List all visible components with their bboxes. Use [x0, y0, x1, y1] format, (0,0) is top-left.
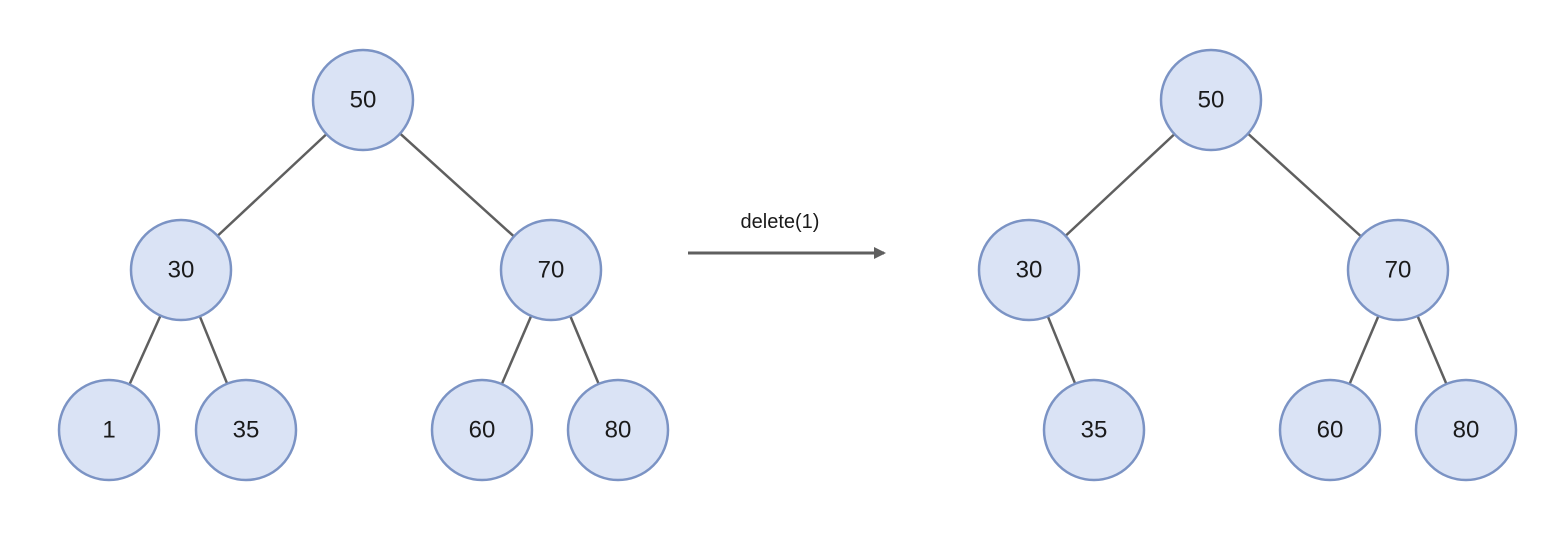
before-tree-node-circle	[566, 378, 670, 482]
after-tree: 50 30 70 35 60 80	[977, 48, 1518, 482]
before-tree-node-circle	[311, 48, 415, 152]
after-tree-node-label: 60	[1317, 417, 1344, 444]
after-tree-edges	[1046, 132, 1448, 385]
after-tree-node: 30	[977, 218, 1081, 322]
after-tree-node-circle	[1042, 378, 1146, 482]
before-tree-edge	[128, 315, 162, 385]
before-tree-node-circle	[499, 218, 603, 322]
after-tree-edge	[1064, 133, 1176, 237]
before-tree: 50 30 70 1 35 60 80	[57, 48, 670, 482]
before-tree-node-label: 50	[350, 87, 377, 114]
after-tree-nodes: 50 30 70 35 60 80	[977, 48, 1518, 482]
before-tree-node-circle	[430, 378, 534, 482]
before-tree-node-label: 35	[233, 417, 260, 444]
before-tree-node-label: 60	[469, 417, 496, 444]
before-tree-node: 60	[430, 378, 534, 482]
after-tree-node: 70	[1346, 218, 1450, 322]
operation-arrow-group: delete(1)	[688, 211, 886, 259]
before-tree-edges	[128, 132, 600, 385]
before-tree-node-label: 1	[102, 417, 115, 444]
before-tree-edge	[198, 315, 229, 385]
before-tree-nodes: 50 30 70 1 35 60 80	[57, 48, 670, 482]
after-tree-node-label: 80	[1453, 417, 1480, 444]
before-tree-node-label: 80	[605, 417, 632, 444]
before-tree-node-circle	[129, 218, 233, 322]
after-tree-node-label: 35	[1081, 417, 1108, 444]
before-tree-node-circle	[57, 378, 161, 482]
after-tree-node: 60	[1278, 378, 1382, 482]
after-tree-node-label: 50	[1198, 87, 1225, 114]
before-tree-node-label: 70	[538, 257, 565, 284]
operation-label: delete(1)	[741, 211, 820, 233]
before-tree-node: 1	[57, 378, 161, 482]
before-tree-edge	[500, 315, 533, 385]
before-tree-edge	[216, 133, 328, 237]
after-tree-node-label: 30	[1016, 257, 1043, 284]
after-tree-node-circle	[977, 218, 1081, 322]
after-tree-node-circle	[1414, 378, 1518, 482]
after-tree-edge	[1348, 315, 1380, 385]
after-tree-node: 80	[1414, 378, 1518, 482]
after-tree-node-circle	[1346, 218, 1450, 322]
before-tree-node: 50	[311, 48, 415, 152]
after-tree-edge	[1046, 315, 1077, 385]
before-tree-node-label: 30	[168, 257, 195, 284]
after-tree-edge	[1416, 315, 1448, 385]
after-tree-node-circle	[1278, 378, 1382, 482]
after-tree-node: 35	[1042, 378, 1146, 482]
after-tree-edge	[1247, 132, 1362, 238]
before-tree-node: 70	[499, 218, 603, 322]
before-tree-node: 30	[129, 218, 233, 322]
after-tree-node-label: 70	[1385, 257, 1412, 284]
before-tree-edge	[399, 132, 515, 238]
before-tree-node: 80	[566, 378, 670, 482]
before-tree-node-circle	[194, 378, 298, 482]
after-tree-node-circle	[1159, 48, 1263, 152]
before-tree-edge	[569, 315, 600, 385]
after-tree-node: 50	[1159, 48, 1263, 152]
before-tree-node: 35	[194, 378, 298, 482]
